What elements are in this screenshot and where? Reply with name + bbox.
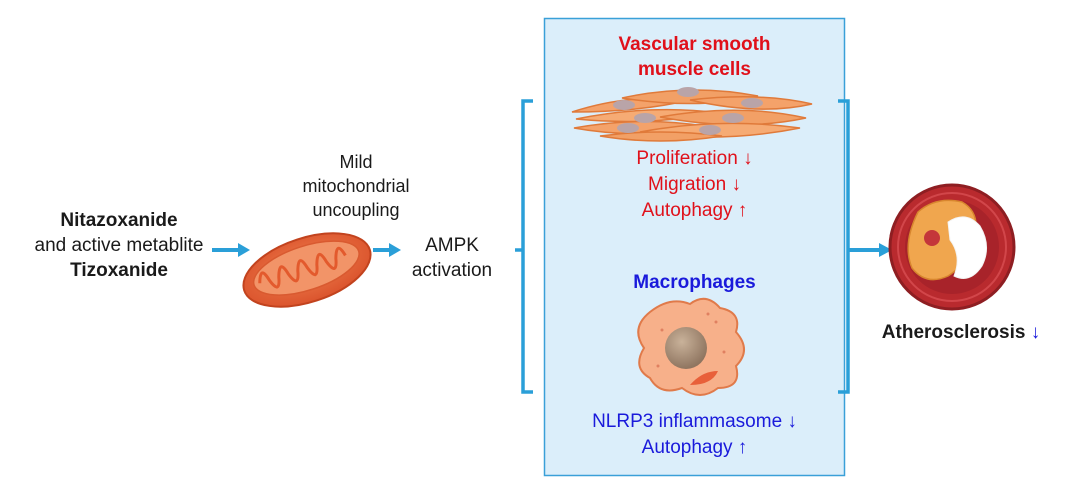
right-bracket (838, 99, 850, 394)
macrophage-effects: NLRP3 inflammasome ↓ Autophagy ↑ (544, 409, 845, 461)
drug-label: Nitazoxanide and active metablite Tizoxa… (0, 208, 238, 283)
uncoupling-line: Mild (339, 152, 373, 172)
arrow-mito-to-ampk (373, 243, 401, 257)
artery-cross-section-icon (888, 183, 1016, 311)
drug-name: Nitazoxanide (60, 210, 178, 231)
smooth-muscle-cells-icon (571, 87, 813, 142)
vsmc-title-line: muscle cells (637, 59, 752, 80)
left-bracket (521, 99, 533, 394)
uncoupling-line: uncoupling (312, 200, 400, 220)
macrophage-icon (637, 297, 745, 396)
vsmc-effect-proliferation: Proliferation ↓ (636, 148, 753, 169)
ampk-line: activation (411, 260, 493, 281)
vsmc-title: Vascular smooth muscle cells (544, 32, 845, 82)
outcome-label: Atherosclerosis ↓ (856, 322, 1066, 344)
arrow-drug-to-mito (212, 243, 250, 257)
mitochondrion-icon (242, 232, 372, 308)
outcome-text: Atherosclerosis (881, 322, 1026, 343)
ampk-line: AMPK (425, 235, 479, 256)
vsmc-effects: Proliferation ↓ Migration ↓ Autophagy ↑ (544, 146, 845, 224)
uncoupling-line: mitochondrial (302, 176, 410, 196)
arrow-panel-to-artery (848, 243, 892, 257)
uncoupling-label: Mild mitochondrial uncoupling (286, 150, 426, 222)
vsmc-effect-autophagy: Autophagy ↑ (641, 200, 748, 221)
vsmc-effect-migration: Migration ↓ (648, 174, 741, 195)
macrophage-title: Macrophages (633, 272, 756, 293)
macrophage-effect-autophagy: Autophagy ↑ (641, 437, 748, 458)
outcome-arrow: ↓ (1030, 322, 1041, 343)
vsmc-title-line: Vascular smooth (618, 34, 771, 55)
metabolite-name: Tizoxanide (70, 260, 168, 281)
macrophage-effect-nlrp3: NLRP3 inflammasome ↓ (592, 411, 797, 432)
ampk-label: AMPK activation (382, 233, 522, 283)
drug-connector: and active metablite (34, 235, 204, 256)
cell-effects-panel (543, 17, 846, 477)
